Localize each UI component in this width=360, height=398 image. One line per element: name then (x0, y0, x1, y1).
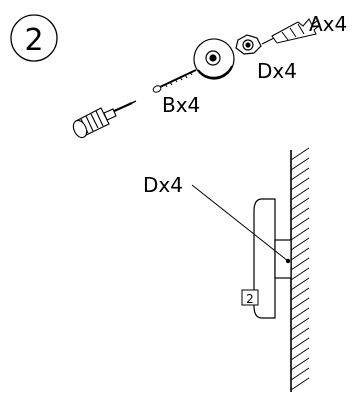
washer-label: Dx4 (257, 59, 297, 83)
step-number: 2 (24, 23, 43, 58)
screwdriver-icon (72, 100, 137, 139)
screw-label: Bx4 (162, 93, 200, 117)
wall-hatch (290, 147, 310, 392)
numbered-box: 2 (241, 289, 259, 306)
step-circle (10, 14, 58, 62)
step-badge: 2 (10, 14, 58, 62)
washer-disc-icon (193, 38, 235, 80)
callout-label: Dx4 (143, 173, 183, 197)
callout-leader-line (191, 184, 289, 262)
box-number: 2 (246, 292, 254, 306)
mounted-unit (253, 198, 292, 319)
hex-nut-icon (235, 34, 262, 55)
screw-icon (152, 69, 197, 93)
anchor-plug-icon (261, 18, 321, 45)
anchor-label: Ax4 (309, 12, 347, 36)
